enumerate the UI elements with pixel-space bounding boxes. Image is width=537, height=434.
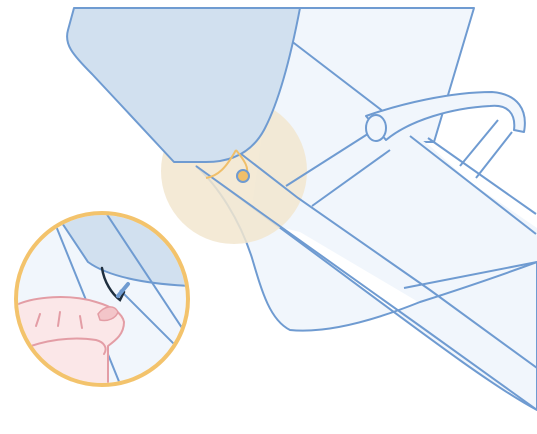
seat-fold-line-3 bbox=[403, 261, 537, 289]
seat-fold-line-1 bbox=[285, 129, 375, 187]
hand-thumbnail bbox=[97, 306, 119, 322]
front-flap bbox=[66, 7, 301, 163]
seat-fold-line-6 bbox=[459, 119, 499, 167]
snap-fastener-icon bbox=[236, 169, 250, 183]
backrest-edge-line bbox=[289, 39, 385, 113]
hand-finger-crease-1 bbox=[35, 313, 41, 327]
seat-fold-line-2 bbox=[311, 149, 391, 207]
inset-strap-line-2 bbox=[103, 215, 186, 341]
seat-strap-lower bbox=[195, 165, 537, 411]
seat-fold-line-4 bbox=[409, 135, 537, 235]
zoom-detail-inset bbox=[14, 211, 190, 387]
inset-pin bbox=[116, 282, 130, 298]
bumper-bar bbox=[365, 91, 526, 141]
seat-strap-upper bbox=[235, 149, 537, 369]
hand-finger-crease-2 bbox=[57, 311, 61, 327]
hand-thumb bbox=[19, 337, 107, 355]
seat-fold-line-7 bbox=[475, 131, 513, 179]
zoom-ring bbox=[14, 211, 190, 387]
bumper-bar-end bbox=[365, 114, 387, 142]
seat-fold-line-5 bbox=[427, 137, 537, 215]
inset-pin-loop bbox=[100, 266, 126, 302]
hand-finger-crease-3 bbox=[79, 315, 83, 329]
